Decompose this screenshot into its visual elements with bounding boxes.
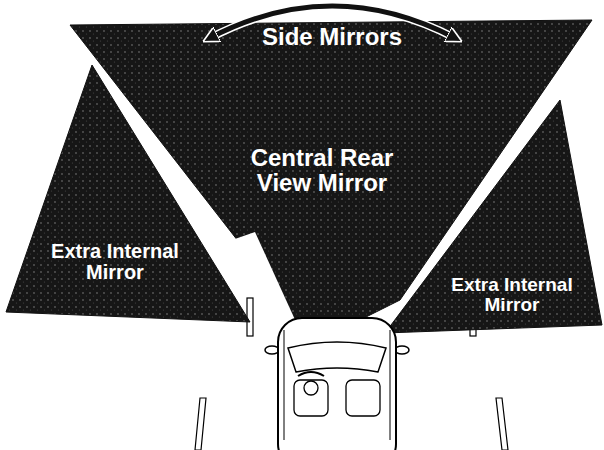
zone-label: Extra Internal Mirror bbox=[30, 241, 200, 283]
zone-label: Central Rear View Mirror bbox=[247, 145, 397, 195]
view-zone: Extra Internal Mirror bbox=[4, 60, 256, 325]
zone-label: Extra Internal Mirror bbox=[432, 275, 592, 315]
span-arrow-halo bbox=[210, 6, 455, 38]
driver-head bbox=[304, 381, 318, 395]
car-windshield bbox=[288, 342, 386, 372]
car-body bbox=[278, 318, 396, 450]
view-zone: Extra Internal Mirror bbox=[380, 95, 604, 335]
car-seat bbox=[294, 380, 328, 416]
view-zone-shape bbox=[4, 60, 256, 325]
lane-dash bbox=[247, 298, 253, 336]
steering-wheel bbox=[298, 372, 324, 376]
view-zone-fill bbox=[6, 65, 250, 322]
car-door-line bbox=[284, 330, 390, 440]
car-seat bbox=[346, 380, 380, 416]
span-arrow bbox=[210, 6, 455, 38]
car bbox=[265, 318, 409, 450]
lane-line bbox=[195, 398, 206, 450]
view-zone-fill bbox=[385, 100, 602, 333]
car-side-mirror bbox=[265, 346, 279, 354]
span-label: Side Mirrors bbox=[262, 24, 402, 49]
lane-line bbox=[496, 398, 508, 450]
car-side-mirror bbox=[395, 346, 409, 354]
